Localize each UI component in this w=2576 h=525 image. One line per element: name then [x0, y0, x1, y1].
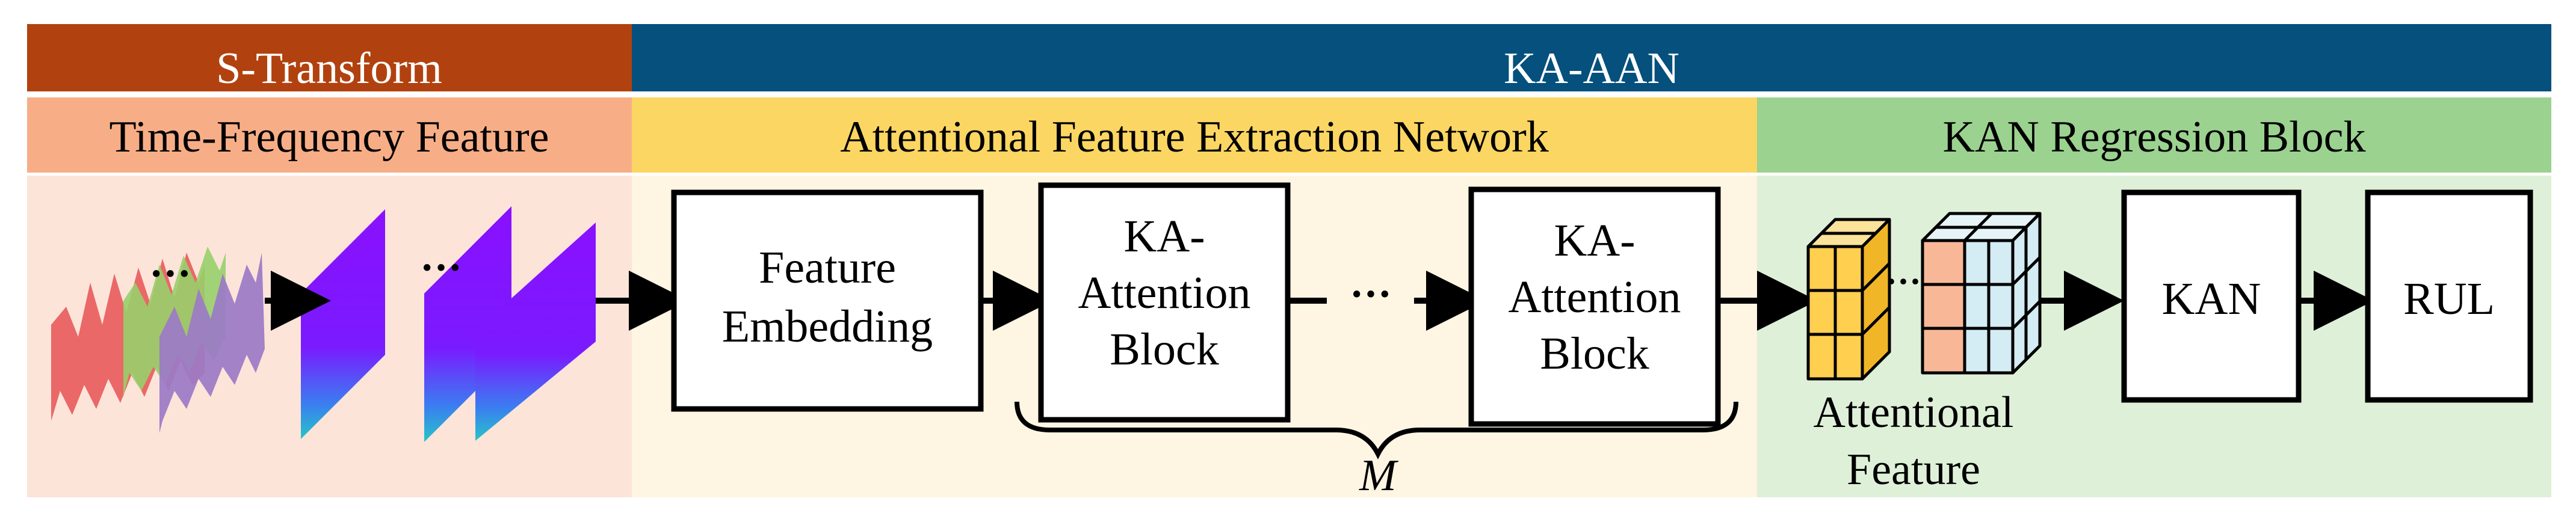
time-frequency-title: Time-Frequency Feature [110, 112, 549, 162]
kan-regression-band [1757, 97, 2551, 173]
attentional-feature-label-line2: Feature [1847, 445, 1980, 494]
kan-regression-title: KAN Regression Block [1943, 112, 2366, 162]
svg-text:KAN: KAN [2162, 274, 2261, 324]
ka-blocks-ellipsis: ··· [1350, 271, 1392, 318]
svg-text:Feature: Feature [759, 242, 896, 293]
svg-text:KA-: KA- [1123, 211, 1205, 262]
svg-text:Block: Block [1540, 328, 1649, 379]
svg-text:Attention: Attention [1508, 272, 1681, 322]
attentional-feature-label-line1: Attentional [1814, 388, 2014, 437]
spectrogram-3 [475, 223, 596, 441]
spectrogram-2 [424, 206, 511, 442]
vibration-signals [51, 247, 265, 433]
spectrograms [301, 206, 596, 442]
spectrogram-1 [301, 209, 385, 439]
m-label: M [1359, 451, 1399, 500]
feature-embedding-block: Feature Embedding [671, 189, 984, 412]
ka-aan-bar [632, 24, 2551, 91]
svg-text:KA-: KA- [1554, 215, 1635, 266]
attentional-feature-cube-1 [1806, 218, 1891, 381]
svg-text:RUL: RUL [2403, 274, 2495, 324]
afen-band [632, 97, 1757, 173]
ka-attention-block-2: KA- Attention Block [1468, 186, 1721, 427]
attentional-feature-cube-2 [1921, 212, 2042, 375]
svg-text:Block: Block [1110, 324, 1219, 375]
s-transform-title: S-Transform [216, 44, 442, 93]
svg-text:Attention: Attention [1078, 268, 1250, 318]
time-frequency-band [27, 97, 632, 173]
m-brace [1015, 401, 1738, 459]
svg-text:Embedding: Embedding [722, 301, 933, 352]
ka-attention-block-1: KA- Attention Block [1038, 182, 1291, 423]
signals-ellipsis: ··· [149, 251, 191, 297]
spectrogram-ellipsis: ··· [420, 245, 462, 291]
ka-aan-title: KA-AAN [1504, 44, 1679, 93]
afen-title: Attentional Feature Extraction Network [840, 112, 1548, 162]
cubes-ellipsis: ··· [1885, 262, 1921, 301]
signal-purple [159, 253, 265, 433]
s-transform-bar [27, 24, 632, 91]
kan-block: KAN [2121, 189, 2302, 403]
rul-block: RUL [2365, 189, 2533, 403]
